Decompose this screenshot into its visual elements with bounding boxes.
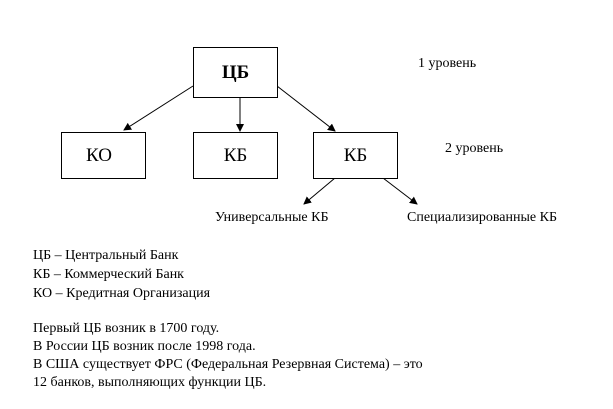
node-cb-label: ЦБ <box>221 61 250 83</box>
node-ko: КО <box>61 132 146 179</box>
universal-kb-label: Универсальные КБ <box>215 210 329 225</box>
node-ko-label: КО <box>86 144 112 166</box>
node-cb: ЦБ <box>193 47 278 98</box>
note-line: В США существует ФРС (Федеральная Резерв… <box>33 357 423 372</box>
legend-item: ЦБ – Центральный Банк <box>33 248 179 263</box>
note-line: Первый ЦБ возник в 1700 году. <box>33 321 220 336</box>
arrow-kb-to-specialized <box>382 177 418 205</box>
level-2-label: 2 уровень <box>445 141 504 156</box>
note-line: В России ЦБ возник после 1998 года. <box>33 339 256 354</box>
arrow-kb-to-universal <box>303 177 336 205</box>
level-1-label: 1 уровень <box>418 56 477 71</box>
note-line: 12 банков, выполняющих функции ЦБ. <box>33 375 267 390</box>
specialized-kb-label: Специализированные КБ <box>407 210 557 225</box>
arrow-cb-to-ko <box>123 85 194 131</box>
legend-item: КБ – Коммерческий Банк <box>33 267 184 282</box>
node-kb-middle-label: КБ <box>223 144 248 166</box>
arrow-cb-to-kb-right <box>276 85 336 132</box>
node-kb-right-label: КБ <box>343 144 368 166</box>
legend-item: КО – Кредитная Организация <box>33 286 211 301</box>
node-kb-right: КБ <box>313 132 398 179</box>
node-kb-middle: КБ <box>193 132 278 179</box>
